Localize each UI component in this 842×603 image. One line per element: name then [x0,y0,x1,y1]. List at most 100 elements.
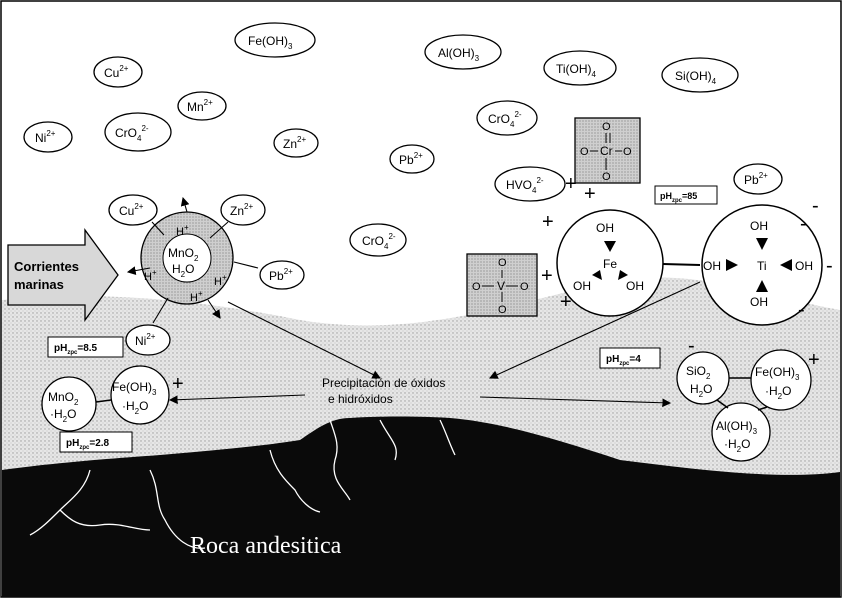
ti-particle: Ti OH OH OH OH [701,204,823,326]
svg-text:OH: OH [750,219,768,233]
fe-ti-link [662,263,701,266]
svg-text:+: + [560,291,572,313]
ion-cu2-top: Cu2+ [93,56,143,88]
svg-text:Zn2+: Zn2+ [230,202,253,218]
precipitation-label-1: Precipitación de óxidos [322,376,445,390]
svg-text:Fe(OH)3: Fe(OH)3 [248,34,293,51]
ion-cro4-left: CrO42- [104,112,172,152]
ion-hvo4: HVO42- [494,166,566,202]
svg-text:Al(OH)3: Al(OH)3 [716,419,758,436]
ion-cu2-mno2: Cu2+ [108,194,158,226]
ion-zn2-mno2: Zn2+ [220,194,266,226]
svg-text:+: + [565,173,577,195]
ion-aloh3-top: Al(OH)3 [424,34,502,70]
currents-label-2: marinas [14,277,64,292]
svg-text:-: - [812,195,819,217]
svg-text:Pb2+: Pb2+ [269,267,293,283]
svg-text:Cu2+: Cu2+ [104,64,129,80]
svg-text:Si(OH)4: Si(OH)4 [675,69,717,86]
vanadate-structure: V O O O O [466,253,538,317]
precipitation-arrows [168,281,701,408]
svg-text:Cr: Cr [600,144,613,158]
svg-text:CrO42-: CrO42- [362,232,396,251]
fe-particle: Fe OH OH OH [556,209,664,317]
ion-zn2-mid: Zn2+ [273,128,319,158]
svg-text:Al(OH)3: Al(OH)3 [438,46,480,63]
svg-text:MnO2: MnO2 [48,390,79,407]
rock-andesite [2,416,840,597]
svg-text:-: - [798,299,805,321]
svg-text:O: O [472,281,481,293]
svg-text:Fe: Fe [603,257,617,271]
ion-pb2-mno2: Pb2+ [259,260,305,290]
svg-text:+: + [172,373,184,395]
svg-text:+: + [584,183,596,205]
svg-text:OH: OH [703,259,721,273]
rock-fractures [29,419,456,549]
ion-pb2-right: Pb2+ [733,163,783,195]
svg-text:Pb2+: Pb2+ [744,171,768,187]
svg-text:Cu2+: Cu2+ [119,202,144,218]
svg-text:H+: H+ [176,223,189,238]
ion-sioh4-top: Si(OH)4 [661,57,739,93]
svg-text:·H2O: ·H2O [50,407,76,424]
ion-feoh3-top: Fe(OH)3 [234,22,316,58]
mno2-adsorption-lines [126,196,259,324]
sediment-cluster-right: SiO2 H2O Fe(OH)3 ·H2O Al(OH)3 ·H2O - + [676,335,820,462]
svg-text:pHzpc=85: pHzpc=85 [660,191,697,204]
svg-text:-: - [800,213,807,235]
svg-text:Fe(OH)3: Fe(OH)3 [112,380,157,397]
ion-mn2-top: Mn2+ [177,91,227,121]
svg-text:pHzpc=4: pHzpc=4 [606,354,641,367]
svg-text:O: O [602,121,611,133]
svg-text:pHzpc=8.5: pHzpc=8.5 [54,343,98,356]
svg-text:+: + [808,349,820,371]
svg-text:·H2O: ·H2O [724,437,750,454]
ion-cro4-center: CrO42- [349,223,407,257]
svg-text:O: O [498,304,507,316]
svg-text:Zn2+: Zn2+ [283,135,306,151]
svg-text:H+: H+ [214,273,227,288]
ion-ni2-top: Ni2+ [23,121,73,153]
ion-cro4-right: CrO42- [476,100,538,136]
ph-label-85-left: pHzpc=8.5 [47,336,124,358]
ph-label-85-center: pHzpc=85 [654,185,718,205]
ph-label-4: pHzpc=4 [599,347,661,369]
ion-ni2-mno2: Ni2+ [125,324,171,356]
svg-text:Ti: Ti [757,259,767,273]
svg-text:OH: OH [596,221,614,235]
currents-arrow: Corrientes marinas [7,228,119,322]
fe-charges: + + + + + [541,173,596,313]
ion-pb2-mid: Pb2+ [389,144,435,174]
svg-text:OH: OH [573,279,591,293]
precipitation-label-2: e hidróxidos [328,392,393,406]
svg-text:-: - [688,335,695,357]
svg-text:H2O: H2O [690,382,712,399]
svg-text:HVO42-: HVO42- [506,176,544,195]
svg-text:OH: OH [626,279,644,293]
svg-text:O: O [580,146,589,158]
sediment-cluster-left: MnO2 ·H2O Fe(OH)3 ·H2O + [41,365,184,432]
svg-text:·H2O: ·H2O [122,399,148,416]
currents-label-1: Corrientes [14,259,79,274]
svg-text:O: O [498,257,507,269]
svg-text:+: + [541,265,553,287]
svg-text:SiO2: SiO2 [686,364,711,381]
svg-text:Pb2+: Pb2+ [399,151,423,167]
svg-text:O: O [602,171,611,183]
svg-text:CrO42-: CrO42- [115,124,149,143]
svg-text:pHzpc=2.8: pHzpc=2.8 [66,438,110,451]
svg-text:Mn2+: Mn2+ [187,98,213,114]
svg-text:Fe(OH)3: Fe(OH)3 [755,365,800,382]
svg-text:+: + [542,211,554,233]
ion-tioh4-top: Ti(OH)4 [543,50,617,86]
chromate-structure: Cr O O O O [574,117,641,184]
svg-text:OH: OH [795,259,813,273]
svg-text:V: V [497,279,505,293]
svg-text:Ti(OH)4: Ti(OH)4 [556,62,597,79]
ph-label-28: pHzpc=2.8 [59,431,133,453]
rock-label: Roca andesitica [190,533,342,559]
svg-text:Ni2+: Ni2+ [35,129,56,145]
